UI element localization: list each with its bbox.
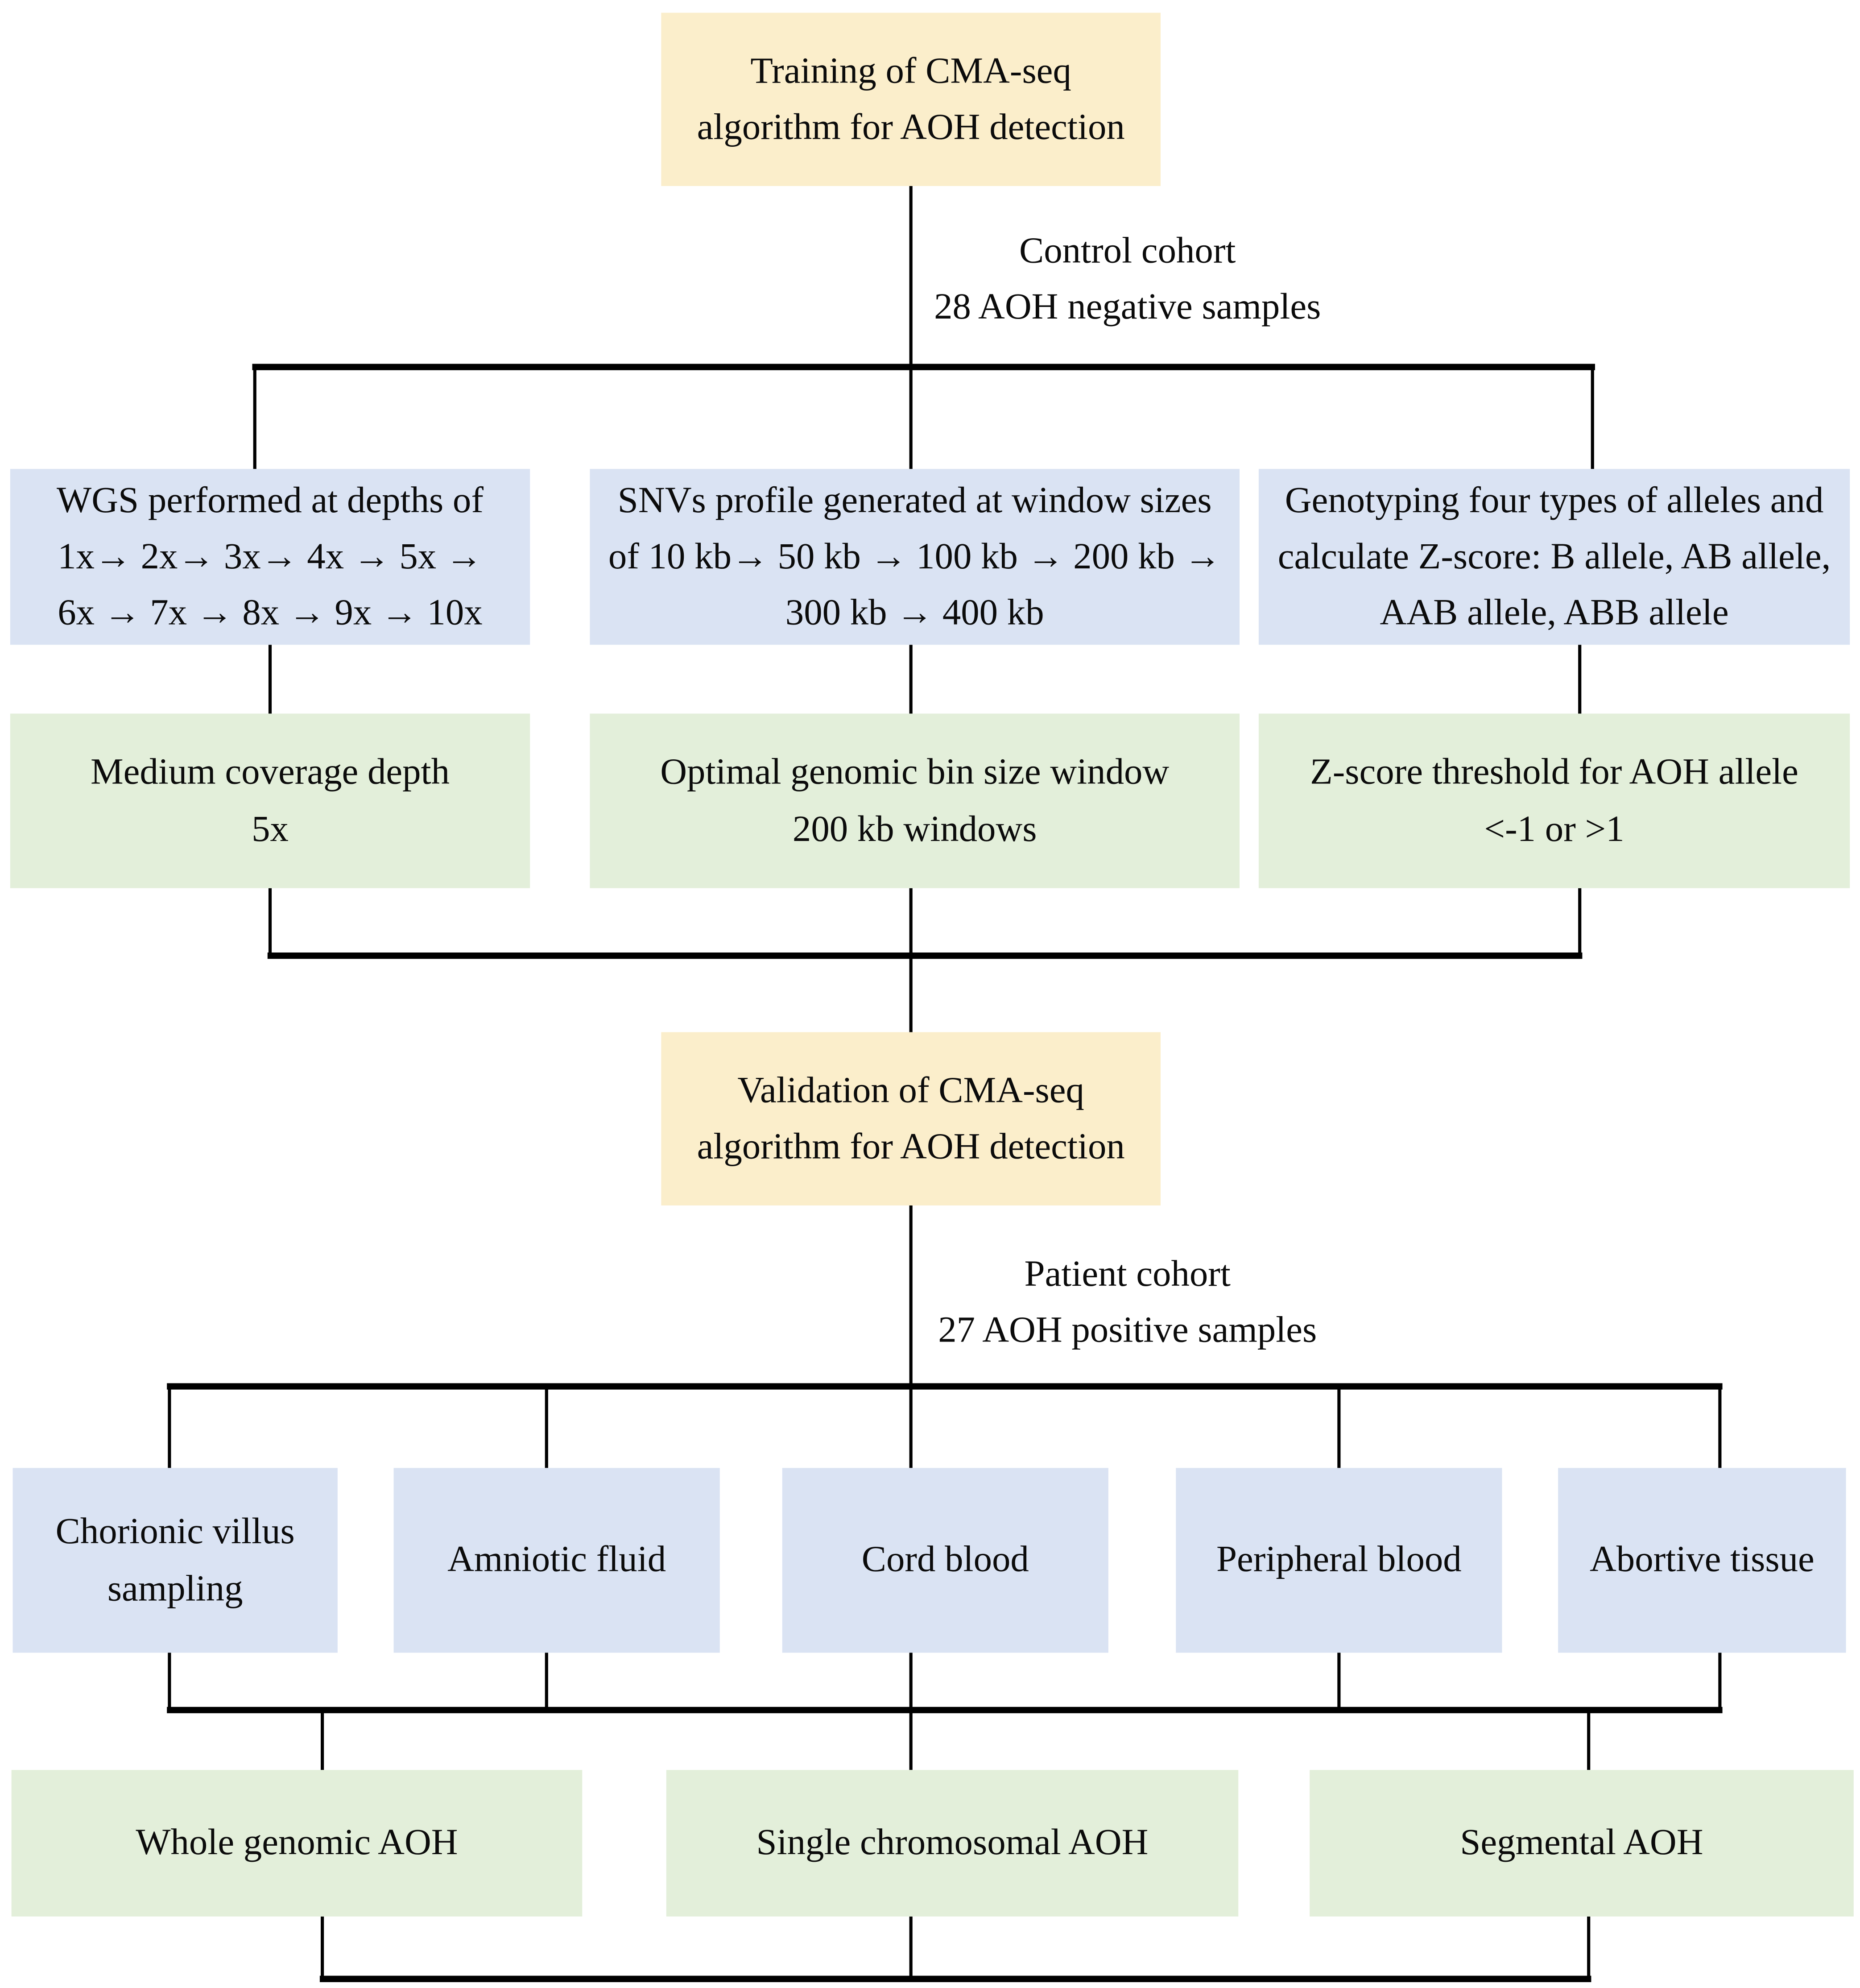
node-zscore-threshold: Z-score threshold for AOH allele <-1 or …	[1258, 713, 1850, 888]
node-wgs-depths: WGS performed at depths of 1x→ 2x→ 3x→ 4…	[10, 469, 530, 645]
node-optimal-bin-size: Optimal genomic bin size window 200 kb w…	[590, 713, 1240, 888]
node-peripheral-blood: Peripheral blood	[1176, 1468, 1502, 1653]
connector-horizontal-lines	[167, 364, 1723, 1982]
node-segmental-aoh: Segmental AOH	[1310, 1770, 1854, 1917]
node-validation-cma-seq: Validation of CMA-seq algorithm for AOH …	[661, 1032, 1161, 1205]
label-patient-cohort: Patient cohort 27 AOH positive samples	[938, 1254, 1317, 1351]
node-medium-coverage-depth: Medium coverage depth 5x	[10, 713, 530, 888]
node-single-chromosomal-aoh: Single chromosomal AOH	[666, 1770, 1239, 1917]
connector-vertical-lines	[168, 186, 1722, 1979]
node-whole-genomic-aoh: Whole genomic AOH	[11, 1770, 583, 1917]
label-control-cohort: Control cohort 28 AOH negative samples	[934, 230, 1321, 328]
node-snv-profile: SNVs profile generated at window sizes o…	[590, 469, 1240, 645]
node-cord-blood: Cord blood	[782, 1468, 1108, 1653]
node-chorionic-villus-sampling: Chorionic villus sampling	[12, 1468, 338, 1653]
node-amniotic-fluid: Amniotic fluid	[393, 1468, 720, 1653]
node-training-cma-seq: Training of CMA-seq algorithm for AOH de…	[661, 12, 1161, 186]
node-genotyping-alleles: Genotyping four types of alleles and cal…	[1258, 469, 1850, 645]
node-abortive-tissue: Abortive tissue	[1558, 1468, 1846, 1653]
